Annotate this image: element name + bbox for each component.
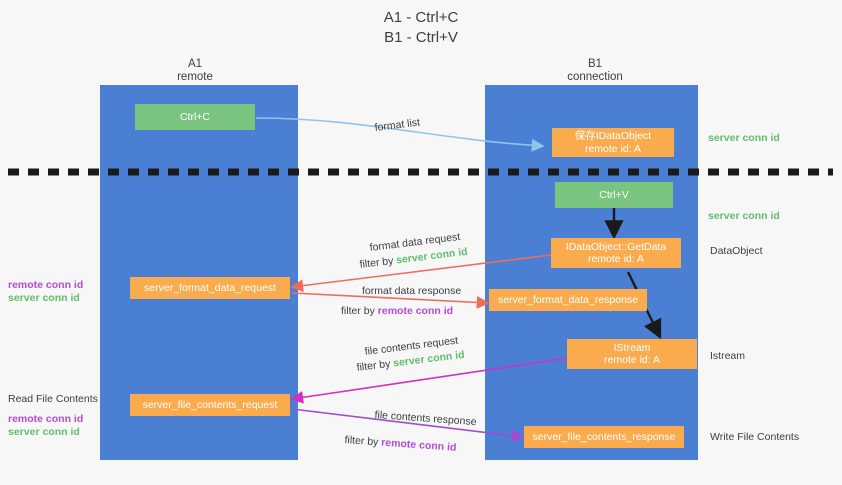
annotation-write-file-contents: Write File Contents <box>710 431 800 443</box>
annotation-server-conn-id-mid: server conn id <box>708 210 780 222</box>
label-format-data-response-filter: filter by remote conn id <box>341 305 453 318</box>
box-ctrl-c[interactable]: Ctrl+C <box>135 104 255 130</box>
annotation-remote-conn-id-bottom: remote conn id <box>8 413 84 425</box>
box-server-format-data-response[interactable]: server_format_data_response <box>489 289 647 311</box>
box-ctrl-v[interactable]: Ctrl+V <box>555 182 673 208</box>
box-save-idataobject[interactable]: 保存IDataObject remote id: A <box>552 128 674 157</box>
annotation-remote-conn-id-mid: remote conn id <box>8 279 84 291</box>
filter-prefix: filter by <box>344 434 382 449</box>
filter-prefix: filter by <box>356 357 394 374</box>
filter-value-remote-conn-id: remote conn id <box>377 305 454 317</box>
annotation-read-file-contents: Read File Contents <box>8 393 98 405</box>
filter-prefix: filter by <box>341 305 378 317</box>
annotation-dataobject: DataObject <box>710 245 763 257</box>
annotation-istream: Istream <box>710 350 746 362</box>
box-server-format-data-request[interactable]: server_format_data_request <box>130 277 290 299</box>
box-istream[interactable]: IStream remote id: A <box>567 339 697 369</box>
box-server-file-contents-request[interactable]: server_file_contents_request <box>130 394 290 416</box>
filter-value-remote-conn-id: remote conn id <box>380 436 457 454</box>
box-server-file-contents-response[interactable]: server_file_contents_response <box>524 426 684 448</box>
box-idataobject-getdata[interactable]: IDataObject::GetData remote id: A <box>551 238 681 268</box>
label-format-list: format list <box>374 116 421 134</box>
annotation-server-conn-id-top: server conn id <box>708 132 780 144</box>
page-title: A1 - Ctrl+C B1 - Ctrl+V <box>383 9 459 46</box>
column-header-a1: A1 remote <box>177 58 213 83</box>
annotation-server-conn-id-bottom: server conn id <box>8 426 80 438</box>
column-header-b1: B1 connection <box>567 58 623 83</box>
label-format-data-response: format data response <box>362 285 462 297</box>
label-file-contents-response-filter: filter by remote conn id <box>344 434 457 455</box>
annotation-server-conn-id-mid-left: server conn id <box>8 292 80 304</box>
filter-prefix: filter by <box>359 254 397 271</box>
label-file-contents-response: file contents response <box>374 409 477 429</box>
